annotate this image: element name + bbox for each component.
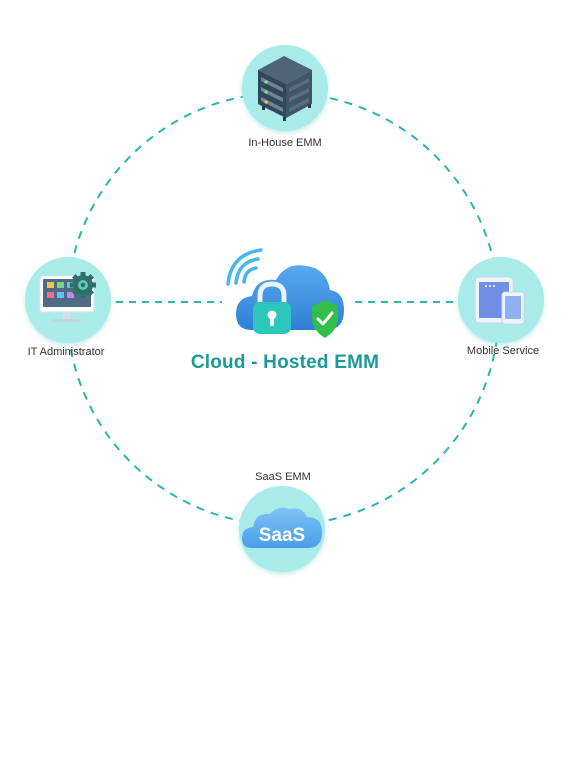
node-it-administrator (25, 257, 111, 343)
monitor-settings-icon (39, 272, 96, 322)
label-mobile-service: Mobile Service (466, 345, 540, 357)
saas-badge-text: SaaS (259, 525, 305, 546)
node-in-house-emm (242, 45, 328, 131)
label-it-administrator: IT Administrator (27, 346, 105, 358)
label-in-house-emm: In-House EMM (248, 137, 322, 149)
center-title: Cloud - Hosted EMM (190, 352, 380, 373)
node-saas-emm: SaaS (239, 486, 325, 572)
saas-cloud-icon: SaaS (242, 507, 322, 548)
label-saas-emm: SaaS EMM (255, 471, 311, 483)
server-rack-icon (258, 56, 312, 121)
mobile-devices-icon (474, 276, 525, 325)
cloud-lock-shield-icon (226, 248, 344, 338)
node-mobile-service (458, 257, 544, 343)
